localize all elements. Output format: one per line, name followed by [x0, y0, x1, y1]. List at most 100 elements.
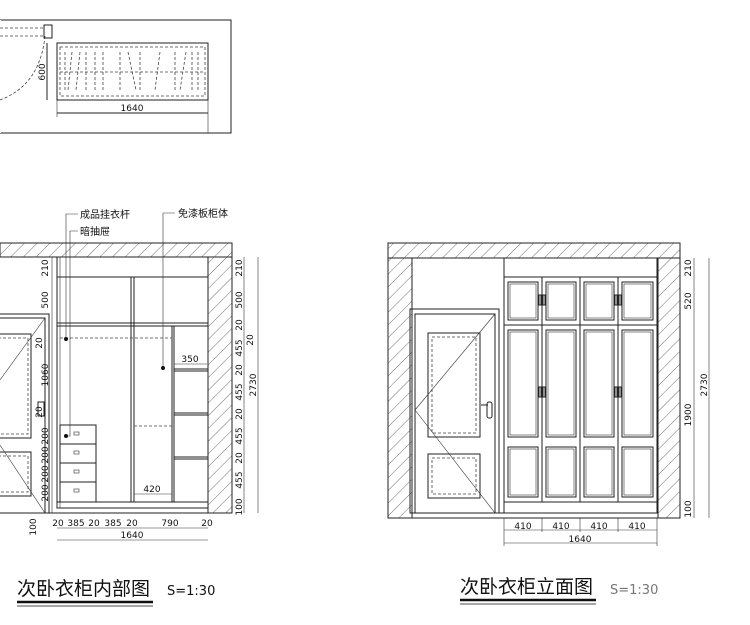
- svg-text:20: 20: [88, 519, 100, 529]
- svg-text:210: 210: [41, 259, 51, 276]
- door-panel-inner: [623, 448, 652, 496]
- door-panel-inner: [623, 331, 652, 436]
- svg-text:1900: 1900: [684, 403, 694, 426]
- elevation-wall-left: [387, 257, 413, 519]
- svg-text:100: 100: [235, 498, 245, 515]
- svg-text:20: 20: [235, 452, 245, 464]
- svg-text:210: 210: [235, 259, 245, 276]
- door-panel-inner: [509, 331, 537, 436]
- svg-text:410: 410: [552, 522, 569, 532]
- elevation-scale: S=1:30: [610, 583, 658, 598]
- handle-icon: [618, 294, 622, 306]
- svg-text:200: 200: [41, 465, 51, 482]
- svg-text:20: 20: [235, 319, 245, 331]
- interior-left-dims: 210 500 20 1060 20 200 200 200 200 100: [29, 257, 53, 536]
- svg-text:410: 410: [590, 522, 607, 532]
- door-panel-inner: [547, 448, 575, 496]
- svg-text:455: 455: [235, 427, 245, 444]
- svg-text:20: 20: [246, 334, 256, 346]
- elevation-total-width: 1640: [569, 535, 592, 545]
- plan-view: 600 1640: [0, 19, 232, 134]
- svg-text:20: 20: [201, 519, 213, 529]
- handle-icon: [542, 294, 546, 306]
- elevation-total-height: 2730: [700, 373, 710, 396]
- interior-title: 次卧衣柜内部图: [17, 578, 150, 600]
- callouts: 成品挂衣杆 暗抽屉 免漆板柜体: [64, 207, 228, 438]
- door-handle-icon: [37, 401, 45, 417]
- svg-text:500: 500: [41, 291, 51, 308]
- elevation-bottom-dims: 410 410 410 410 1640: [503, 518, 658, 546]
- svg-text:455: 455: [235, 471, 245, 488]
- svg-text:500: 500: [235, 291, 245, 308]
- svg-text:20: 20: [126, 519, 138, 529]
- callout-carcass: 免漆板柜体: [178, 207, 228, 220]
- door-panel-inner: [509, 448, 537, 496]
- interior-bottom-dims: 20 385 20 385 20 790 20 1640: [52, 519, 213, 541]
- door-panel-inner: [585, 331, 613, 436]
- elevation-right-dims: 210 520 1900 100 2730: [684, 258, 710, 518]
- interior-wall-top: [0, 242, 233, 258]
- door-panel: [583, 329, 615, 438]
- svg-text:20: 20: [52, 519, 64, 529]
- handle-icon: [614, 386, 618, 398]
- door-panel: [507, 446, 539, 498]
- right-shelves: [174, 368, 208, 460]
- svg-text:1060: 1060: [41, 363, 51, 386]
- door-panel: [507, 329, 539, 438]
- interior-scale: S=1:30: [167, 584, 215, 599]
- interior-right-dims: 210 500 20 455 20 455 20 455 20 455 100 …: [235, 257, 259, 516]
- door-panel: [545, 329, 577, 438]
- hidden-drawers: [59, 424, 97, 503]
- handle-icon: [538, 294, 542, 306]
- svg-text:210: 210: [684, 259, 694, 276]
- plan-hangers: [64, 51, 199, 91]
- door-panel-inner: [509, 283, 537, 319]
- door-panel: [583, 446, 615, 498]
- plan-width-dim: 1640: [121, 104, 144, 114]
- door-panel-inner: [623, 283, 652, 319]
- interior-door-partial: [0, 313, 50, 514]
- svg-text:100: 100: [29, 518, 39, 535]
- door-panel: [507, 281, 539, 321]
- callout-drawer: 暗抽屉: [80, 225, 110, 238]
- svg-text:520: 520: [684, 292, 694, 309]
- svg-text:455: 455: [235, 339, 245, 356]
- interior-total-height: 2730: [249, 373, 259, 396]
- door-panel: [583, 281, 615, 321]
- svg-text:20: 20: [35, 406, 45, 418]
- elevation-wall-top: [387, 242, 681, 259]
- svg-text:410: 410: [514, 522, 531, 532]
- door-panel: [621, 281, 654, 321]
- svg-text:200: 200: [41, 427, 51, 444]
- elevation-wall-right: [657, 257, 681, 519]
- svg-text:790: 790: [161, 519, 178, 529]
- door-panel: [545, 281, 577, 321]
- interior-wall-right: [207, 256, 233, 514]
- elevation-view: 210 520 1900 100 2730 410 410 410 410 16…: [387, 242, 710, 605]
- svg-text:455: 455: [235, 383, 245, 400]
- shelf-width-dim: 350: [181, 355, 198, 365]
- callout-rail: 成品挂衣杆: [80, 208, 130, 221]
- interior-total-width: 1640: [121, 531, 144, 541]
- svg-text:385: 385: [67, 519, 84, 529]
- handle-icon: [542, 386, 546, 398]
- elevation-title: 次卧衣柜立面图: [460, 576, 593, 598]
- plan-depth-dim: 600: [38, 63, 48, 80]
- svg-text:100: 100: [684, 500, 694, 517]
- svg-text:200: 200: [41, 446, 51, 463]
- cabinet-carcass: [56, 256, 209, 509]
- plan-inner-dashed: [59, 46, 206, 97]
- door-panel-inner: [585, 283, 613, 319]
- door-handle-icon: [486, 401, 493, 419]
- svg-text:410: 410: [628, 522, 645, 532]
- door-panel-inner: [585, 448, 613, 496]
- svg-text:200: 200: [41, 484, 51, 501]
- entry-door: [409, 308, 500, 514]
- svg-text:20: 20: [235, 408, 245, 420]
- door-panel: [621, 329, 654, 438]
- plan-wardrobe: [56, 42, 209, 101]
- svg-text:20: 20: [35, 337, 45, 349]
- door-panel-inner: [547, 331, 575, 436]
